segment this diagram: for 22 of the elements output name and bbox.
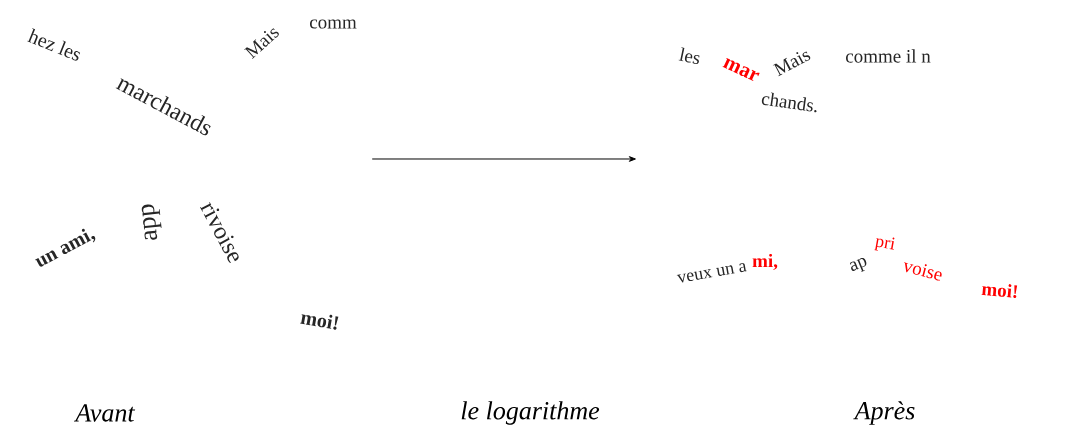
curved-text: Mais <box>244 28 279 59</box>
caption: Après <box>853 401 915 425</box>
curved-text: les <box>678 47 700 65</box>
curved-text: ap <box>849 257 867 273</box>
curved-text: moi! <box>300 314 339 330</box>
caption: Avant <box>74 404 136 422</box>
curved-text: mi, <box>752 253 778 271</box>
arrow <box>371 156 636 162</box>
curved-text: hez les <box>27 28 81 61</box>
curved-text: veux un a <box>676 263 747 283</box>
curved-text: chands. <box>761 92 817 113</box>
curved-text: comme il n <box>846 49 931 63</box>
curved-text: pri <box>874 237 895 251</box>
caption: le logarithme <box>461 401 600 425</box>
curved-text: app <box>141 204 162 240</box>
curved-text: moi! <box>981 284 1018 299</box>
curved-text: Mais <box>772 51 811 77</box>
curved-text: mar <box>722 58 760 81</box>
curved-text: comm <box>310 19 357 29</box>
curved-text: un ami, <box>35 228 96 267</box>
curved-text: voise <box>904 262 942 281</box>
curved-text: rivoise <box>200 202 239 264</box>
